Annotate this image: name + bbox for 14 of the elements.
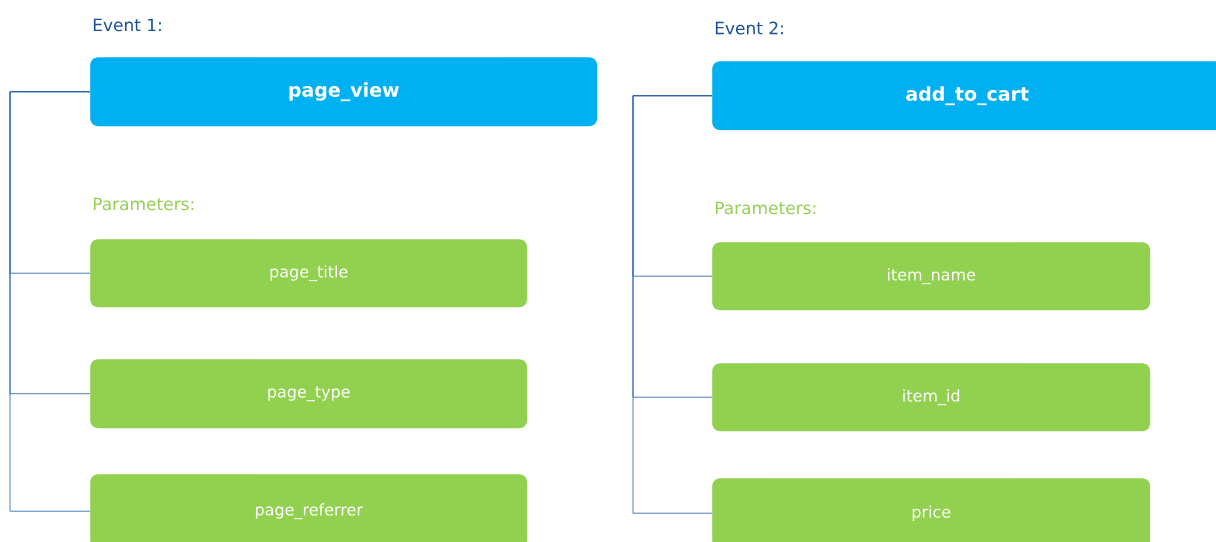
connector-line [632, 95, 713, 514]
parameter-box: item_id [712, 363, 1151, 432]
parameters-heading: Parameters: [715, 201, 816, 215]
parameter-box: item_name [712, 242, 1151, 311]
parameters-heading: Parameters: [93, 197, 194, 211]
parameter-box: page_title [90, 239, 528, 308]
parameter-box: price [712, 478, 1151, 542]
parameter-box: page_referrer [90, 474, 528, 542]
event-box: page_view [90, 57, 598, 127]
event-heading: Event 2: [715, 21, 783, 35]
parameter-box: page_type [90, 359, 528, 429]
event-box: add_to_cart [712, 61, 1216, 131]
connector-line [9, 91, 91, 512]
event-heading: Event 1: [93, 18, 161, 32]
